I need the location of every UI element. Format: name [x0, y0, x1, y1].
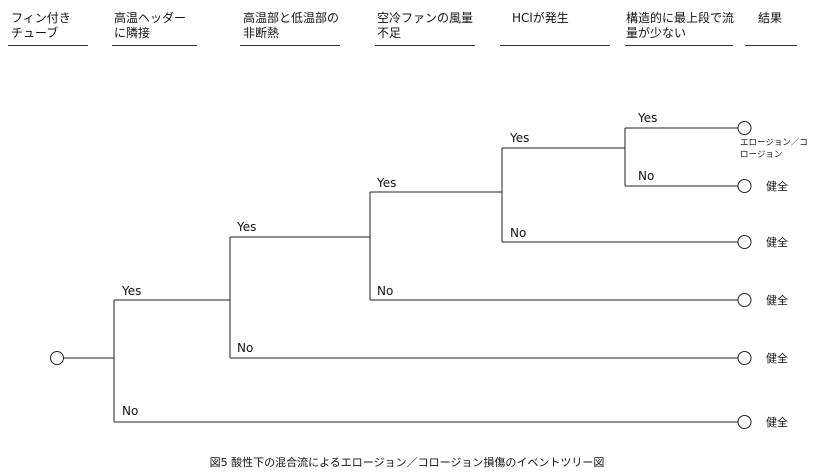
outcome-healthy: 健全 [766, 179, 788, 193]
header-non-insulation: 高温部と低温部の 非断熱 [243, 11, 340, 40]
end-node-healthy [737, 179, 752, 193]
outcome-healthy: 健全 [766, 293, 788, 307]
end-node-healthy [737, 351, 752, 365]
header-adjacent-hot-header: 高温ヘッダー に隣接 [114, 11, 187, 40]
end-node-healthy [737, 293, 752, 307]
figure-caption: 図5 酸性下の混合流によるエロージョン／コロージョン損傷のイベントツリー図 [209, 456, 605, 469]
outcome-healthy: 健全 [766, 235, 788, 249]
branch-label-yes: Yes [236, 220, 256, 234]
end-node-healthy [737, 235, 752, 249]
outcome-healthy: 健全 [766, 415, 788, 429]
branch-label-yes: Yes [637, 111, 657, 125]
initiating-event-node [50, 351, 64, 365]
branch-label-no: No [122, 404, 138, 418]
header-underline [8, 45, 88, 46]
end-node-erosion [737, 121, 752, 135]
header-underline [745, 45, 797, 46]
header-underline [625, 45, 733, 46]
branch-label-no: No [510, 226, 526, 240]
branch-label-no: No [237, 341, 253, 355]
branch-label-yes: Yes [121, 284, 141, 298]
header-top-tier-low-flow: 構造的に最上段で流 量が少ない [626, 11, 735, 40]
outcome-healthy: 健全 [766, 351, 788, 365]
header-underline [240, 45, 340, 46]
header-hcl-generation: HClが発生 [512, 11, 569, 25]
branch-label-yes: Yes [509, 131, 529, 145]
end-node-healthy [737, 415, 752, 429]
outcome-erosion-line1: エロージョン／コ [740, 138, 808, 148]
branch-label-no: No [638, 169, 654, 183]
outcome-erosion-line2: ロージョン [740, 150, 782, 160]
header-fan-airflow: 空冷ファンの風量 不足 [377, 11, 474, 40]
header-underline [112, 45, 197, 46]
header-underline [500, 45, 610, 46]
branch-label-no: No [377, 284, 393, 298]
header-finned-tube: フィン付き チューブ [11, 11, 71, 40]
header-result: 結果 [758, 11, 783, 25]
branch-label-yes: Yes [376, 176, 396, 190]
header-underline [375, 45, 475, 46]
